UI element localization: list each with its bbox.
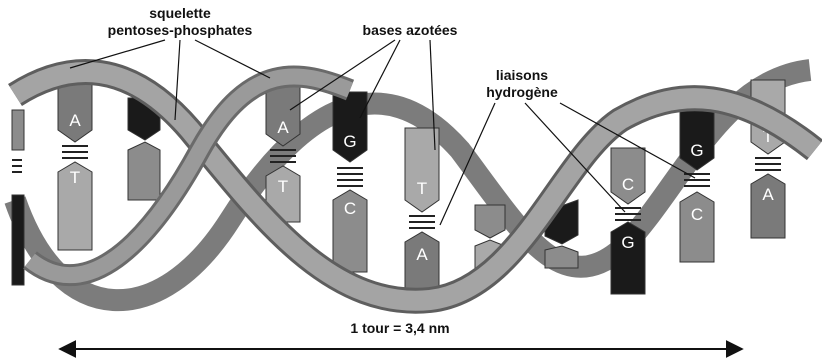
base-letter-top: A [277, 118, 289, 137]
base-letter-top: A [69, 111, 81, 130]
base-letter-top: G [343, 132, 356, 151]
leader-line-backbone-c [195, 40, 270, 78]
base-block [405, 128, 439, 212]
base-pair-edge [12, 110, 24, 285]
base-letter-top: T [417, 179, 427, 198]
base-letter-bottom: A [762, 185, 774, 204]
hydrogen-bonds [62, 146, 88, 158]
base-letter-bottom: A [416, 245, 428, 264]
base-pair-5: C G [611, 148, 645, 294]
base-letter-bottom: G [621, 233, 634, 252]
base-pair-3: G C [333, 92, 367, 272]
base-letter-bottom: T [70, 168, 80, 187]
label-hbond-line2: hydrogène [486, 84, 558, 100]
base-letter-bottom: T [278, 177, 288, 196]
hydrogen-bonds [409, 216, 435, 228]
base-letter-bottom: C [691, 205, 703, 224]
base-block [680, 192, 714, 262]
label-turn: 1 tour = 3,4 nm [350, 320, 449, 336]
hydrogen-bonds [755, 158, 781, 170]
base-letter-top: G [690, 141, 703, 160]
base-block [12, 195, 24, 285]
label-bases: bases azotées [363, 22, 458, 38]
base-block [545, 246, 578, 268]
base-letter-top: C [622, 175, 634, 194]
label-hbond-line1: liaisons [496, 67, 548, 83]
base-block [751, 174, 785, 238]
base-pair-1: A T [58, 78, 92, 250]
base-block [128, 142, 160, 200]
base-block [475, 205, 505, 238]
base-block [266, 86, 300, 146]
label-backbone-line1: squelette [149, 5, 211, 21]
base-letter-bottom: C [344, 199, 356, 218]
base-block [12, 110, 24, 150]
hydrogen-bonds [337, 168, 363, 186]
label-backbone-line2: pentoses-phosphates [108, 22, 253, 38]
base-block [333, 92, 367, 162]
base-pair-4: T A [405, 128, 439, 298]
